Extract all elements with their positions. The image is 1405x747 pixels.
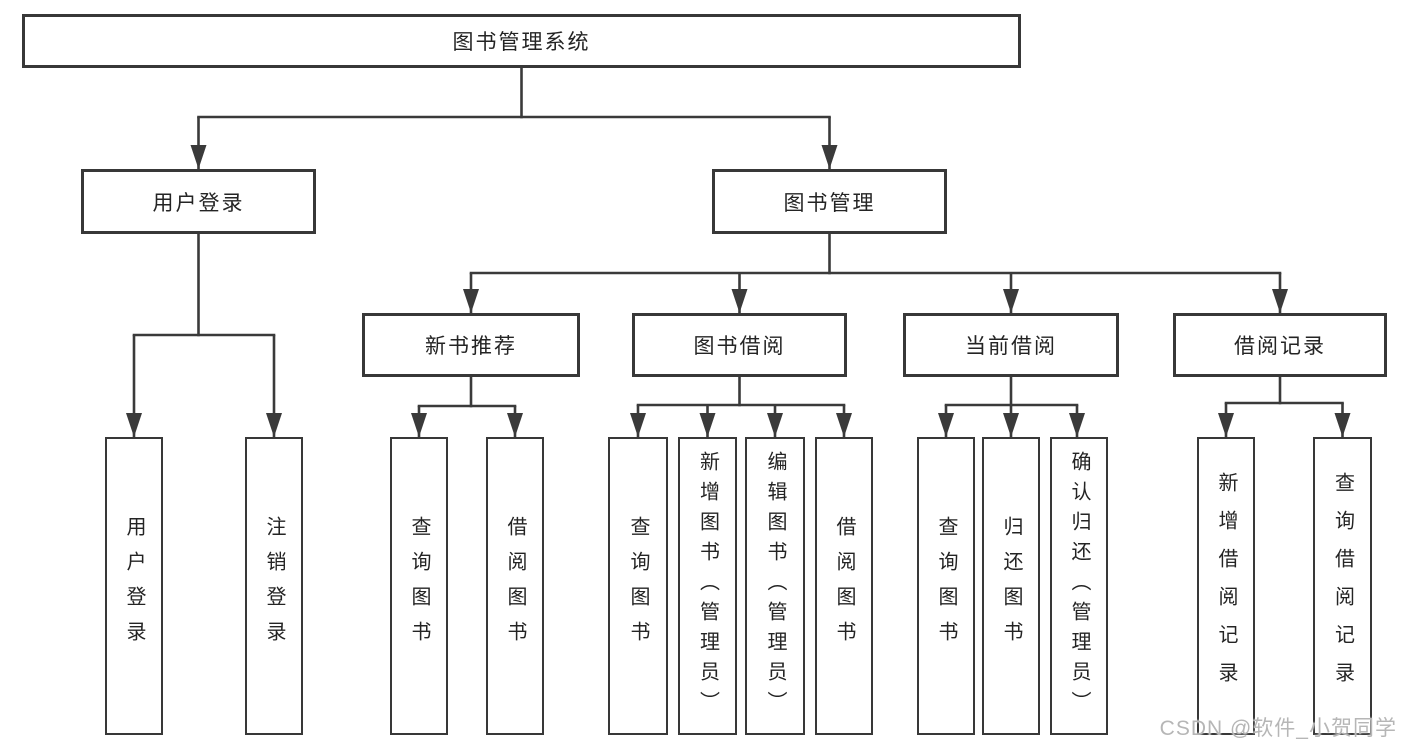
csdn-watermark: CSDN @软件_小贺同学	[1159, 717, 1397, 740]
node-label: 图书管理	[783, 191, 876, 215]
node-book-management: 图书管理	[712, 169, 947, 234]
leaf-edit-books-admin: 编辑图书（管理员）	[745, 437, 805, 735]
connector-user-login-children	[126, 234, 282, 437]
node-label: 注销登录	[263, 516, 285, 656]
node-label: 借阅图书	[504, 516, 526, 656]
leaf-query-borrow-record: 查询借阅记录	[1313, 437, 1372, 735]
node-borrowing-records: 借阅记录	[1173, 313, 1387, 377]
node-label: 图书管理系统	[452, 31, 591, 54]
node-label: 借阅记录	[1234, 335, 1326, 358]
node-label: 新书推荐	[425, 335, 517, 358]
leaf-borrow-books-recommend: 借阅图书	[486, 437, 544, 735]
leaf-query-books-recommend: 查询图书	[390, 437, 448, 735]
node-label: 查询图书	[935, 516, 957, 656]
connector-root-to-level2	[190, 68, 838, 169]
node-user-login: 用户登录	[81, 169, 316, 234]
leaf-user-login: 用户登录	[105, 437, 163, 735]
connector-book-borrowing-children	[630, 377, 852, 437]
node-label: 新增借阅记录	[1215, 472, 1237, 700]
leaf-logout: 注销登录	[245, 437, 303, 735]
leaf-query-books-borrowing: 查询图书	[608, 437, 668, 735]
node-label: 编辑图书（管理员）	[764, 451, 786, 721]
connector-book-management-children	[463, 234, 1288, 313]
leaf-return-books: 归还图书	[982, 437, 1040, 735]
connector-borrowing-records-children	[1218, 377, 1351, 437]
node-new-book-recommendation: 新书推荐	[362, 313, 580, 377]
connector-new-book-recommendation-children	[411, 377, 523, 437]
node-label: 用户登录	[152, 191, 245, 215]
node-label: 确认归还（管理员）	[1068, 451, 1090, 721]
node-label: 当前借阅	[965, 335, 1057, 358]
node-library-management-system: 图书管理系统	[22, 14, 1021, 68]
node-label: 查询借阅记录	[1331, 472, 1354, 700]
node-book-borrowing: 图书借阅	[632, 313, 847, 377]
node-label: 查询图书	[627, 516, 649, 656]
leaf-add-borrow-record: 新增借阅记录	[1197, 437, 1255, 735]
leaf-confirm-return-admin: 确认归还（管理员）	[1050, 437, 1108, 735]
connector-current-borrowing-children	[938, 377, 1085, 437]
leaf-query-books-current: 查询图书	[917, 437, 975, 735]
node-current-borrowing: 当前借阅	[903, 313, 1119, 377]
leaf-borrow-books: 借阅图书	[815, 437, 873, 735]
node-label: 新增图书（管理员）	[696, 451, 719, 721]
node-label: 借阅图书	[833, 516, 855, 656]
node-label: 归还图书	[1000, 516, 1022, 656]
node-label: 用户登录	[123, 516, 145, 656]
node-label: 查询图书	[408, 516, 430, 656]
node-label: 图书借阅	[693, 335, 786, 358]
leaf-add-books-admin: 新增图书（管理员）	[678, 437, 737, 735]
